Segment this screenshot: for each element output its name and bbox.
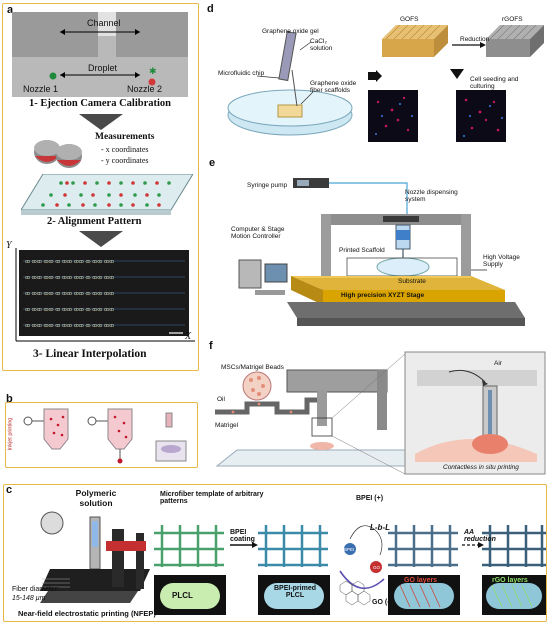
- template-title: Microfiber template of arbitrary pattern…: [160, 491, 264, 505]
- nfep-printer-illustration: [40, 511, 150, 603]
- go-tag: GO: [373, 565, 381, 570]
- droplet-label: Droplet: [88, 63, 118, 73]
- svg-text:ꝏ ꝏꝏ ꝏꝏ ꝏ ꝏꝏ ꝏꝏ ꝏ ꝏꝏ ꝏꝏ: ꝏ ꝏꝏ ꝏꝏ ꝏ ꝏꝏ ꝏꝏ ꝏ ꝏꝏ ꝏꝏ: [25, 291, 114, 297]
- mscs-label: MSCs/Matrigel Beads: [221, 364, 284, 371]
- bpei-primed-label: BPEI-primed PLCL: [273, 585, 316, 599]
- bpei-tag: BPEI: [344, 547, 355, 552]
- reduction-label: Reduction: [460, 36, 490, 43]
- hv-supply-label: High Voltage Supply: [483, 254, 520, 268]
- step1-title: 1- Ejection Camera Calibration: [29, 98, 172, 109]
- axis-x-label: X: [185, 331, 192, 342]
- scaffolds-label: Graphene oxide fiber scaffolds: [310, 80, 357, 94]
- channel-label: Channel: [87, 18, 121, 28]
- go-gel-label: Graphene oxide gel: [262, 28, 319, 35]
- nfep-apparatus: [238, 178, 525, 326]
- gofs-label: GOFS: [400, 16, 419, 23]
- svg-text:ꝏ ꝏꝏ ꝏꝏ ꝏ ꝏꝏ ꝏꝏ ꝏ ꝏꝏ ꝏꝏ: ꝏ ꝏꝏ ꝏꝏ ꝏ ꝏꝏ ꝏꝏ ꝏ ꝏꝏ ꝏꝏ: [25, 323, 114, 329]
- go-layers-label: GO layers: [404, 577, 438, 584]
- lbl-label: L-b-L: [370, 523, 390, 532]
- panel-label-f: f: [209, 340, 213, 352]
- down-arrow-2: [79, 231, 123, 247]
- measure-x: - x coordinates: [101, 145, 149, 154]
- panel-label-c: c: [6, 484, 13, 496]
- printed-scaffold-label: Printed Scaffold: [339, 247, 385, 254]
- microfluidic-setup: [227, 31, 353, 136]
- stage-label: High precision XYZT Stage: [341, 292, 425, 299]
- down-arrow-1: [79, 114, 123, 130]
- nfep-label: Near-field electrostatic printing (NFEP): [18, 609, 156, 618]
- measurements-title: Measurements: [95, 132, 155, 142]
- panel-label-e: e: [209, 157, 216, 169]
- panel-a: a ✱ Channel Droplet Nozzle 1 Nozzle 2 1-…: [2, 3, 199, 371]
- nozzle-heads-icon: [34, 140, 82, 168]
- oil-label: Oil: [217, 396, 225, 403]
- right-arrow-d: [368, 70, 382, 82]
- panel-f: MSCs/Matrigel Beads Oil Matrigel Air Con…: [207, 350, 547, 478]
- calibration-image: ✱: [12, 12, 188, 97]
- fiber-diameter-label: Fiber diameter:: [12, 586, 60, 593]
- panel-c: Polymeric solution Fiber diameter: 15-14…: [3, 484, 547, 622]
- interpolation-grid: ꝏ ꝏꝏ ꝏꝏ ꝏ ꝏꝏ ꝏꝏ ꝏ ꝏꝏ ꝏꝏ ꝏ ꝏꝏ ꝏꝏ ꝏ ꝏꝏ ꝏꝏ …: [15, 248, 195, 342]
- step3-title: 3- Linear Interpolation: [33, 348, 147, 360]
- aa-reduction-label: AA reduction: [464, 529, 496, 543]
- nozzle2-label: Nozzle 2: [127, 84, 163, 94]
- matrigel-label: Matrigel: [215, 422, 239, 429]
- panel-label-d: d: [207, 3, 214, 15]
- fiber-stages: [154, 525, 546, 615]
- cell-seeding-label: Cell seeding and culturing: [470, 76, 519, 90]
- polymeric-solution-label: Polymeric solution: [75, 488, 117, 508]
- chip-label: Microfluidic chip: [218, 70, 265, 77]
- scaffold-blocks: [382, 25, 544, 79]
- substrate-label: Substrate: [398, 278, 426, 285]
- air-label: Air: [494, 360, 502, 367]
- contactless-label: Contactless in situ printing: [443, 464, 519, 471]
- bpei-plus-label: BPEI (+): [356, 495, 384, 502]
- axis-y-label: Y: [6, 240, 12, 251]
- fiber-range-label: 15-148 μm: [12, 595, 46, 602]
- svg-text:ꝏ ꝏꝏ ꝏꝏ ꝏ ꝏꝏ ꝏꝏ ꝏ ꝏꝏ ꝏꝏ: ꝏ ꝏꝏ ꝏꝏ ꝏ ꝏꝏ ꝏꝏ ꝏ ꝏꝏ ꝏꝏ: [25, 259, 114, 265]
- bpei-coating-label: BPEI coating: [230, 529, 255, 543]
- syringe-pump-label: Syringe pump: [247, 182, 288, 189]
- panel-label-a: a: [7, 4, 14, 16]
- inkjet-label: Inkjet printing: [7, 417, 14, 451]
- svg-text:✱: ✱: [149, 67, 157, 77]
- nozzle-label: Nozzle dispensing system: [405, 189, 458, 203]
- alignment-plate: [21, 174, 193, 215]
- step2-title: 2- Alignment Pattern: [47, 216, 142, 227]
- rgo-layers-label: rGO layers: [492, 577, 528, 584]
- cacl2-label: CaCl₂ solution: [310, 38, 333, 52]
- fluorescence-images: [368, 90, 506, 142]
- measure-y: - y coordinates: [101, 156, 149, 165]
- plcl-label: PLCL: [172, 591, 193, 600]
- rgofs-label: rGOFS: [502, 16, 523, 23]
- panel-label-b: b: [6, 393, 13, 405]
- panel-b: Inkjet printing: [5, 402, 198, 468]
- inkjet-steps-illustration: [23, 408, 187, 464]
- go-minus-label: GO (-): [372, 599, 392, 606]
- computer-label: Computer & Stage Motion Controller: [231, 226, 285, 240]
- nozzle1-label: Nozzle 1: [23, 84, 59, 94]
- in-situ-printing-illustration: [215, 351, 546, 475]
- svg-text:ꝏ ꝏꝏ ꝏꝏ ꝏ ꝏꝏ ꝏꝏ ꝏ ꝏꝏ ꝏꝏ: ꝏ ꝏꝏ ꝏꝏ ꝏ ꝏꝏ ꝏꝏ ꝏ ꝏꝏ ꝏꝏ: [25, 307, 114, 313]
- svg-text:ꝏ ꝏꝏ ꝏꝏ ꝏ ꝏꝏ ꝏꝏ ꝏ ꝏꝏ ꝏꝏ: ꝏ ꝏꝏ ꝏꝏ ꝏ ꝏꝏ ꝏꝏ ꝏ ꝏꝏ ꝏꝏ: [25, 275, 114, 281]
